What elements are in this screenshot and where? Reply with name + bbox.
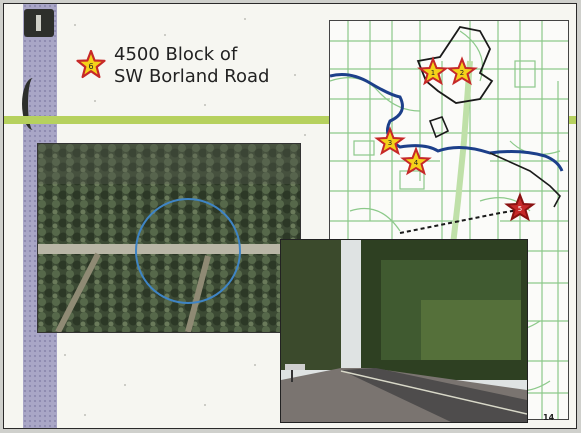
star-marker-icon: 6 <box>76 50 106 79</box>
map-marker-3: 3 <box>374 126 406 156</box>
map-route-dashed <box>399 208 526 234</box>
star-marker-icon <box>504 192 536 222</box>
slide: 6 4500 Block of SW Borland Road 1 <box>3 3 577 429</box>
slide-title: 4500 Block of SW Borland Road <box>114 44 269 88</box>
star-marker-icon <box>446 56 478 86</box>
page-number: 14 <box>543 413 555 422</box>
street-photo <box>280 239 528 423</box>
svg-text:2: 2 <box>460 69 464 77</box>
map-marker-2: 2 <box>446 56 478 86</box>
decorative-hook <box>22 78 44 130</box>
map-river <box>330 73 564 172</box>
svg-text:4: 4 <box>414 159 419 167</box>
title-line-1: 4500 Block of <box>114 44 238 65</box>
star-marker-icon <box>374 126 406 156</box>
map-marker-1: 1 <box>417 56 449 86</box>
map-route <box>416 25 494 104</box>
title-star-number: 6 <box>88 62 93 71</box>
svg-text:5: 5 <box>518 205 522 213</box>
svg-text:3: 3 <box>388 139 392 147</box>
aerial-photo <box>37 143 301 333</box>
highlight-circle <box>135 198 241 304</box>
green-band <box>4 116 576 124</box>
svg-text:1: 1 <box>431 69 435 77</box>
star-marker-icon <box>400 146 432 176</box>
map-marker-5: 5 <box>504 192 536 222</box>
decorative-tab <box>24 9 54 37</box>
map-marker-4: 4 <box>400 146 432 176</box>
title-line-2: SW Borland Road <box>114 66 270 87</box>
star-marker-icon <box>417 56 449 86</box>
